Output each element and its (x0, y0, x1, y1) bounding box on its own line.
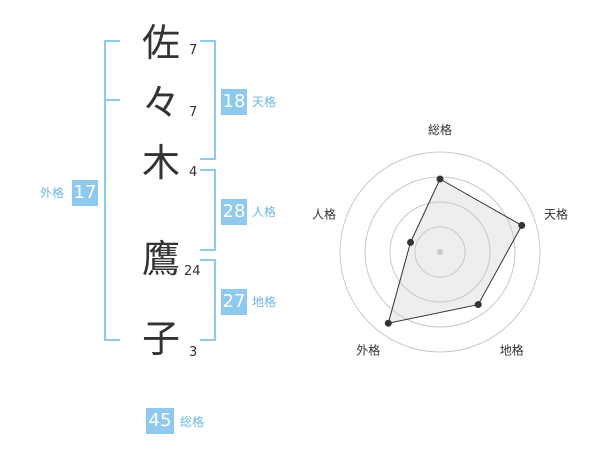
gaikaku-badge: 17 (72, 180, 98, 206)
radar-ring (389, 201, 491, 303)
stroke-count-2: 7 (189, 105, 198, 120)
tenkaku-bracket (200, 40, 216, 160)
gaikaku-label: 外格 (40, 186, 65, 200)
tenkaku-label: 天格 (252, 95, 277, 109)
radar-ring (339, 151, 541, 353)
name-char-1: 佐 (141, 21, 180, 65)
stroke-count-3: 4 (189, 165, 198, 180)
radar-axis-label-2: 天格 (544, 206, 568, 221)
tenkaku-badge: 18 (221, 89, 247, 115)
jinkaku-badge: 28 (221, 199, 247, 225)
soukaku-label: 総格 (180, 415, 205, 429)
gaikaku-bracket (104, 40, 120, 341)
radar-point-1 (436, 175, 444, 183)
radar-center-dot (437, 249, 443, 255)
stroke-count-5: 3 (189, 345, 198, 360)
radar-point-4 (384, 319, 392, 327)
chikaku-bracket (200, 259, 216, 341)
radar-axis-label-5: 人格 (312, 206, 336, 221)
name-char-4: 鷹 (141, 237, 180, 281)
name-char-2: 々 (141, 81, 180, 125)
soukaku-badge: 45 (146, 408, 174, 434)
jinkaku-bracket (200, 169, 216, 251)
stroke-count-4: 24 (184, 264, 201, 279)
radar-axis-label-1: 総格 (428, 122, 452, 137)
chikaku-label: 地格 (252, 295, 277, 309)
name-char-5: 子 (141, 317, 180, 361)
radar-point-2 (518, 221, 526, 229)
gaikaku-bracket-tick (104, 99, 120, 101)
radar-point-5 (407, 238, 415, 246)
radar-ring (414, 226, 466, 278)
radar-axis-label-4: 外格 (356, 343, 380, 358)
stroke-count-1: 7 (189, 43, 198, 58)
radar-axis-label-3: 地格 (500, 343, 524, 358)
name-char-3: 木 (141, 141, 180, 185)
radar-point-3 (474, 301, 482, 309)
radar-polygon (387, 178, 523, 324)
chikaku-badge: 27 (221, 289, 247, 315)
jinkaku-label: 人格 (252, 205, 277, 219)
